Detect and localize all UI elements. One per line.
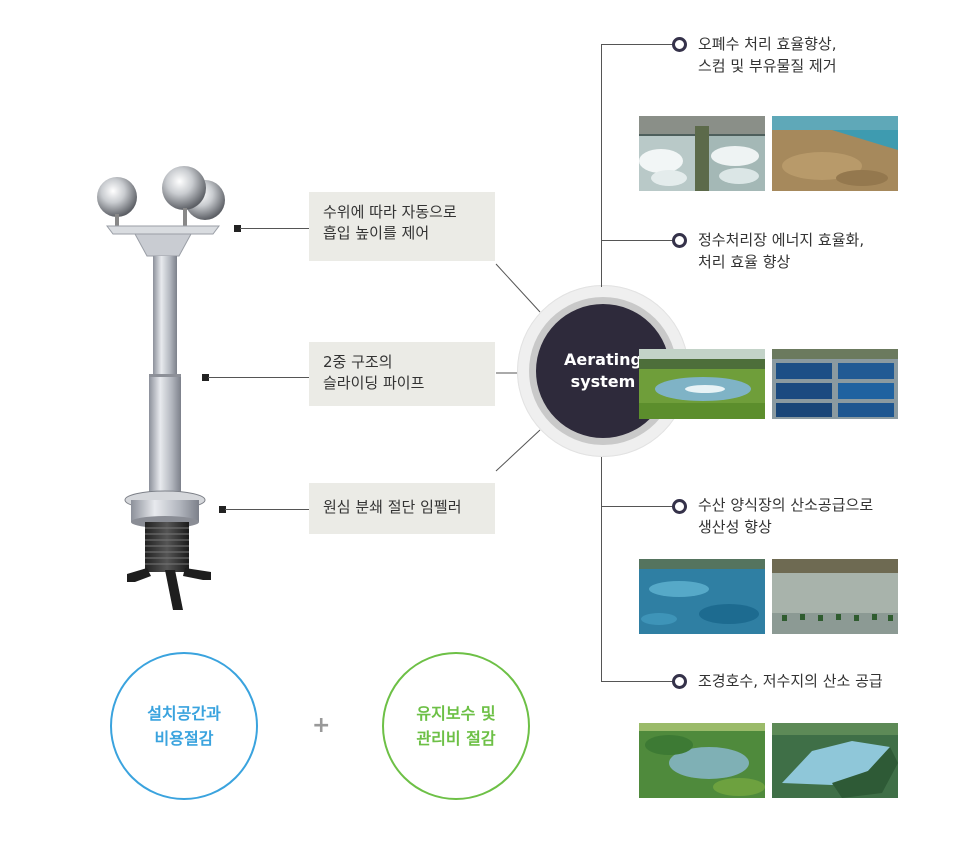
photo-aquaculture-pond xyxy=(639,559,765,634)
benefit-text: 유지보수 및 xyxy=(416,704,496,723)
photo-wastewater-tank xyxy=(772,116,898,191)
application-lake-reservoir: 조경호수, 저수지의 산소 공급 xyxy=(698,670,883,692)
callout-text: 슬라이딩 파이프 xyxy=(323,374,425,392)
photo-landscape-lake xyxy=(639,723,765,798)
callout-text: 원심 분쇄 절단 임펠러 xyxy=(323,498,462,516)
callout-line-pipe xyxy=(208,377,309,378)
callout-line-float xyxy=(240,228,309,229)
application-text: 생산성 향상 xyxy=(698,518,772,536)
application-wastewater: 오폐수 처리 효율향상, 스컴 및 부유물질 제거 xyxy=(698,33,837,77)
branch-marker-1 xyxy=(672,37,687,52)
branch-marker-4 xyxy=(672,674,687,689)
callout-sliding-pipe: 2중 구조의 슬라이딩 파이프 xyxy=(309,342,495,406)
application-text: 수산 양식장의 산소공급으로 xyxy=(698,496,874,514)
photo-wastewater-aeration xyxy=(639,116,765,191)
application-text: 오폐수 처리 효율향상, xyxy=(698,35,837,53)
callout-text: 흡입 높이를 제어 xyxy=(323,224,430,242)
callout-text: 2중 구조의 xyxy=(323,353,393,371)
benefit-maintenance-saving: 유지보수 및 관리비 절감 xyxy=(382,652,530,800)
application-water-purification: 정수처리장 에너지 효율화, 처리 효율 향상 xyxy=(698,229,864,273)
branch-line-2 xyxy=(601,240,673,241)
callout-marker-impeller xyxy=(219,506,226,513)
photo-purification-basins xyxy=(772,349,898,419)
benefit-text: 설치공간과 xyxy=(147,704,221,723)
branch-line-4 xyxy=(601,681,673,682)
application-text: 정수처리장 에너지 효율화, xyxy=(698,231,865,249)
branch-marker-2 xyxy=(672,233,687,248)
tree-line-top xyxy=(601,44,602,287)
branch-line-3 xyxy=(601,506,673,507)
plus-sign: + xyxy=(312,713,331,738)
callout-text: 수위에 따라 자동으로 xyxy=(323,203,457,221)
aerator-product-image xyxy=(97,166,225,610)
branch-line-1 xyxy=(601,44,673,45)
callout-marker-float xyxy=(234,225,241,232)
benefit-text: 관리비 절감 xyxy=(416,729,496,748)
callout-marker-pipe xyxy=(202,374,209,381)
photo-aquaculture-farm xyxy=(772,559,898,634)
callout-impeller: 원심 분쇄 절단 임펠러 xyxy=(309,483,495,534)
callout-float-control: 수위에 따라 자동으로 흡입 높이를 제어 xyxy=(309,192,495,261)
photo-purification-pond xyxy=(639,349,765,419)
callout-line-impeller xyxy=(225,509,309,510)
application-text: 조경호수, 저수지의 산소 공급 xyxy=(698,672,883,690)
benefit-cost-saving: 설치공간과 비용절감 xyxy=(110,652,258,800)
application-text: 처리 효율 향상 xyxy=(698,253,791,271)
benefit-text: 비용절감 xyxy=(154,729,214,748)
center-title-line1: Aerating xyxy=(564,350,642,369)
tree-line-bottom xyxy=(601,457,602,681)
branch-marker-3 xyxy=(672,499,687,514)
application-text: 스컴 및 부유물질 제거 xyxy=(698,57,837,75)
application-aquaculture: 수산 양식장의 산소공급으로 생산성 향상 xyxy=(698,494,873,538)
center-title-line2: system xyxy=(570,372,636,391)
photo-reservoir xyxy=(772,723,898,798)
